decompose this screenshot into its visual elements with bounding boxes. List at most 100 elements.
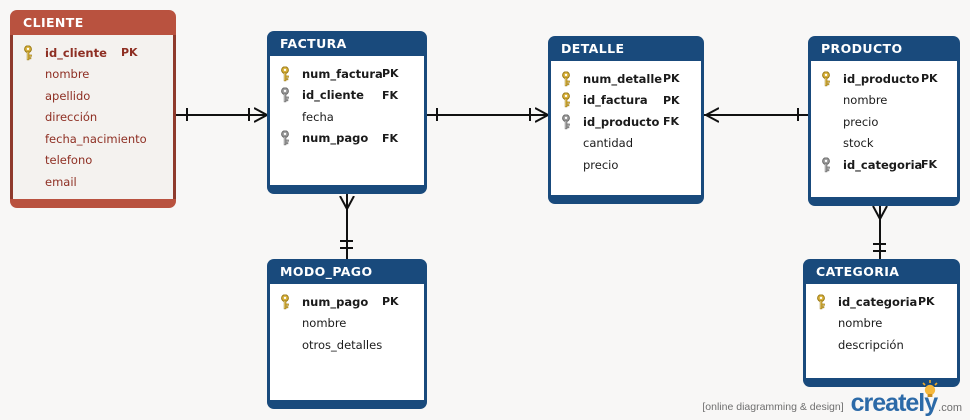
attribute-key-tag: FK <box>921 158 938 172</box>
attribute-name: fecha_nacimiento <box>45 131 147 146</box>
attribute-row[interactable]: precio <box>551 154 701 176</box>
fk-key-icon <box>822 157 830 172</box>
pk-key-icon <box>562 92 570 108</box>
pk-key-icon <box>24 45 32 60</box>
attribute-name: apellido <box>45 88 91 103</box>
entity-title-producto: PRODUCTO <box>808 36 960 61</box>
attribute-row[interactable]: num_pago PK <box>270 291 424 313</box>
attribute-name: telefono <box>45 153 93 168</box>
relationship-line-detalle-producto <box>704 114 808 116</box>
cardinality-one-categoria-b <box>873 250 886 252</box>
attribute-name: id_categoria <box>843 157 923 172</box>
attribute-row[interactable]: nombre <box>13 64 173 86</box>
entity-attributes-cliente: id_cliente PK nombre apellido dirección fecha… <box>10 35 176 199</box>
entity-footer-modo_pago <box>267 400 427 409</box>
attribute-key-tag: FK <box>382 88 399 102</box>
attribute-name: nombre <box>838 316 883 331</box>
watermark-suffix: .com <box>938 402 962 414</box>
pk-key-icon <box>817 294 825 309</box>
cardinality-one-producto <box>797 108 799 121</box>
attribute-key-tag: FK <box>382 131 399 145</box>
attribute-key-tag: PK <box>918 295 935 309</box>
attribute-name: num_detalle <box>583 71 663 86</box>
attribute-row[interactable]: nombre <box>811 90 957 112</box>
attribute-key-tag: PK <box>121 46 138 60</box>
attribute-name: precio <box>583 157 619 172</box>
entity-footer-cliente <box>10 199 176 208</box>
pk-key-icon <box>281 66 289 81</box>
attribute-name: id_producto <box>583 114 660 129</box>
entity-title-modo_pago: MODO_PAGO <box>267 259 427 284</box>
entity-title-cliente: CLIENTE <box>10 10 176 35</box>
cardinality-many-producto-categoria <box>872 206 888 219</box>
attribute-key-tag: PK <box>382 295 399 309</box>
attribute-row[interactable]: id_cliente FK <box>270 85 424 107</box>
attribute-row[interactable]: cantidad <box>551 133 701 155</box>
cardinality-many-detalle-side <box>706 107 719 123</box>
attribute-key-tag: PK <box>663 72 680 86</box>
attribute-row[interactable]: id_cliente PK <box>13 42 173 64</box>
attribute-row[interactable]: precio <box>811 111 957 133</box>
attribute-row[interactable]: id_factura PK <box>551 90 701 112</box>
attribute-name: cantidad <box>583 136 634 151</box>
attribute-name: id_cliente <box>302 88 364 103</box>
attribute-name: precio <box>843 114 879 129</box>
attribute-key-tag: PK <box>663 93 680 107</box>
attribute-row[interactable]: stock <box>811 133 957 155</box>
attribute-name: stock <box>843 136 874 151</box>
attribute-row[interactable]: dirección <box>13 107 173 129</box>
cardinality-one-factura-side <box>248 108 250 121</box>
relationship-line-cliente-factura <box>176 114 267 116</box>
attribute-row[interactable]: nombre <box>806 313 957 335</box>
attribute-row[interactable]: descripción <box>806 334 957 356</box>
cardinality-one-cliente <box>186 108 188 121</box>
attribute-row[interactable]: fecha_nacimiento <box>13 128 173 150</box>
attribute-name: id_categoria <box>838 294 918 309</box>
attribute-row[interactable]: telefono <box>13 150 173 172</box>
attribute-name: num_pago <box>302 294 369 309</box>
creately-watermark: [online diagramming & design]creately.co… <box>702 380 962 416</box>
attribute-name: id_factura <box>583 93 648 108</box>
attribute-row[interactable]: apellido <box>13 85 173 107</box>
attribute-key-tag: FK <box>663 115 680 129</box>
relationship-line-producto-categoria <box>879 206 881 259</box>
fk-key-icon <box>281 87 289 103</box>
attribute-row[interactable]: otros_detalles <box>270 334 424 356</box>
cardinality-many-factura-modopago <box>339 196 355 209</box>
attribute-name: dirección <box>45 110 98 125</box>
entity-cliente[interactable]: CLIENTE id_cliente PK nombre apellido direcci… <box>10 10 176 208</box>
entity-footer-detalle <box>548 195 704 204</box>
entity-title-categoria: CATEGORIA <box>803 259 960 284</box>
attribute-name: descripción <box>838 337 904 352</box>
lightbulb-icon <box>922 380 938 397</box>
attribute-key-tag: PK <box>382 67 399 81</box>
attribute-name: num_factura <box>302 66 383 81</box>
relationship-line-factura-detalle <box>427 114 548 116</box>
attribute-name: id_cliente <box>45 45 107 60</box>
entity-title-detalle: DETALLE <box>548 36 704 61</box>
relationship-line-factura-modopago <box>346 194 348 259</box>
cardinality-one-categoria-a <box>873 243 886 245</box>
attribute-row[interactable]: fecha <box>270 106 424 128</box>
attribute-row[interactable]: email <box>13 171 173 193</box>
attribute-row[interactable]: nombre <box>270 313 424 335</box>
entity-footer-factura <box>267 185 427 194</box>
attribute-name: email <box>45 174 77 189</box>
creately-logo: creately.com <box>851 380 962 416</box>
